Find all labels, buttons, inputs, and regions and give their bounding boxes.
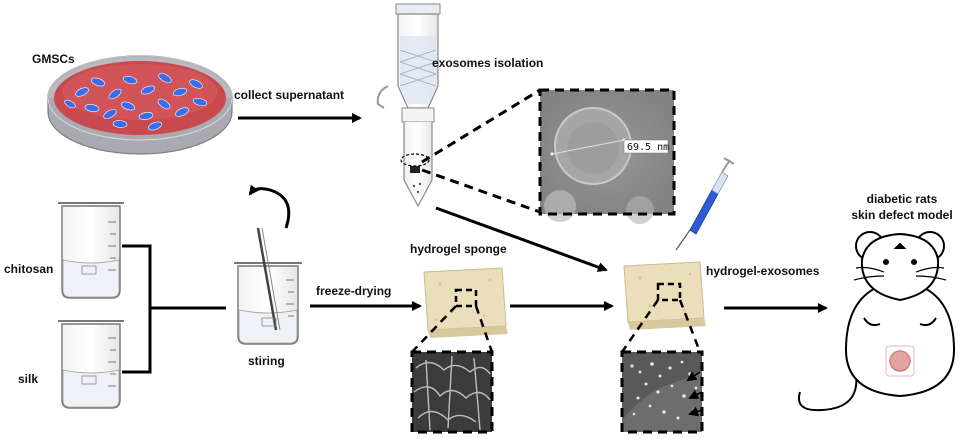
diabetic-rats-label: diabetic rats — [866, 192, 938, 206]
freeze-drying-label: freeze-drying — [316, 284, 392, 298]
exosome-loading-arrow — [435, 206, 608, 272]
exosomes-isolation-label: exosomes isolation — [432, 56, 544, 70]
tem-measurement-label: 69.5 nm — [627, 142, 669, 153]
stirring-beaker — [234, 227, 302, 345]
chitosan-beaker — [58, 202, 124, 299]
wound-site — [889, 350, 911, 372]
exosome-sem-image — [620, 350, 704, 434]
silk-beaker — [58, 320, 124, 409]
cell-cluster — [64, 73, 208, 131]
stiring-label: stiring — [248, 354, 285, 368]
gmscs-label: GMSCs — [32, 52, 75, 66]
tem-exosome-image: 69.5 nm — [538, 88, 676, 224]
mixing-bracket — [122, 244, 226, 374]
diabetic-rat — [798, 231, 956, 412]
silk-label: silk — [18, 372, 39, 386]
hydrogel-exosomes-label: hydrogel-exosomes — [706, 264, 820, 278]
centrifuge-filter-tube — [376, 3, 441, 208]
syringe — [675, 157, 735, 251]
petri-dish-gmscs — [47, 55, 233, 155]
chitosan-label: chitosan — [4, 262, 54, 276]
hydrogel-sponge — [423, 267, 508, 338]
hydrogel-sponge-label: hydrogel sponge — [410, 242, 507, 256]
stirring-arrow — [248, 184, 291, 229]
skin-defect-model-label: skin defect model — [851, 208, 953, 222]
collect-supernatant-label: collect supernatant — [234, 88, 345, 102]
sponge-sem-image — [410, 350, 494, 434]
hydrogel-exosomes-sponge — [623, 261, 706, 330]
